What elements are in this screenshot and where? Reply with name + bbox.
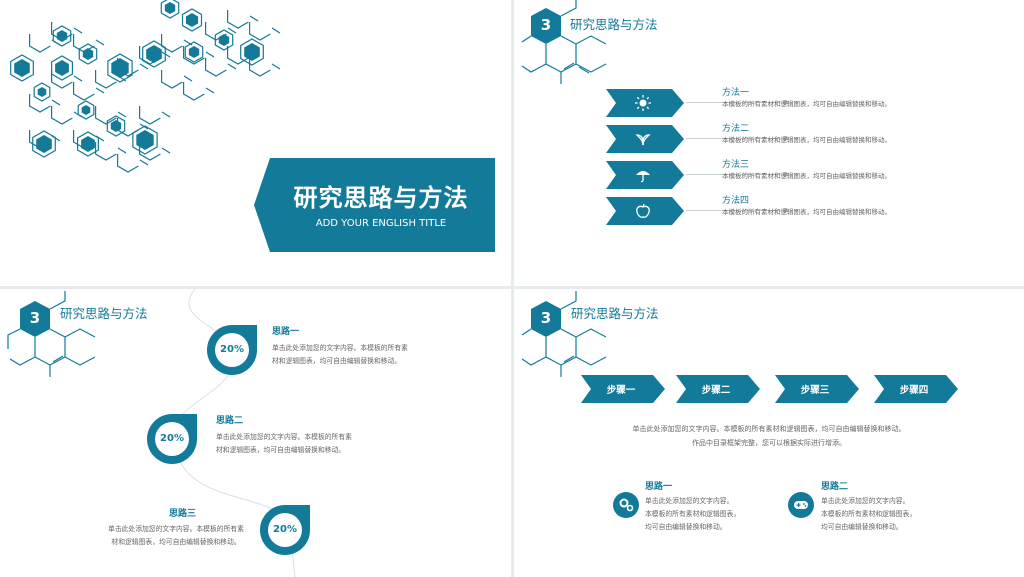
percent-drop-shape <box>260 505 310 555</box>
connector-line <box>686 138 786 139</box>
connector-dot <box>783 100 788 105</box>
method-title: 方法一 <box>722 88 750 98</box>
section-number: 3 <box>540 16 552 34</box>
item-desc-line: 单击此处添加您的文字内容。 <box>645 497 734 505</box>
connector-line <box>686 174 786 175</box>
method-title: 方法二 <box>722 124 750 134</box>
center-desc-line: 作品中目录框架完整，您可以根据实际进行增添。 <box>692 439 846 447</box>
connector-line <box>686 102 786 103</box>
method-desc: 本模板的所有素材和逻辑图表，均可自由编辑替换和移动。 <box>722 100 891 108</box>
step-arrow-shape <box>775 375 859 403</box>
idea-title: 思路二 <box>216 416 244 426</box>
method-row[interactable]: 方法一 本模板的所有素材和逻辑图表，均可自由编辑替换和移动。 <box>606 88 926 117</box>
connector-dot <box>783 136 788 141</box>
hexagon-molecule-decoration <box>10 0 281 173</box>
percent-drop-shape <box>207 325 257 375</box>
connector-line <box>686 210 786 211</box>
method-row[interactable]: 方法二 本模板的所有素材和逻辑图表，均可自由编辑替换和移动。 <box>606 124 926 153</box>
center-desc-line: 单击此处添加您的文字内容。本模板的所有素材和逻辑图表，均可自由编辑替换和移动。 <box>632 425 906 433</box>
step-arrow[interactable]: 步骤三 <box>775 375 859 403</box>
idea-desc-line: 材和逻辑图表，均可自由编辑替换和移动。 <box>111 538 241 546</box>
connector-dot <box>783 208 788 213</box>
slide-methods[interactable]: 3 研究思路与方法 方法一 本模板的所有素材和逻辑图表，均可自由编辑替换和移动。… <box>514 0 1024 286</box>
step-label: 步骤一 <box>606 385 636 396</box>
step-label: 步骤四 <box>899 385 929 396</box>
method-desc: 本模板的所有素材和逻辑图表，均可自由编辑替换和移动。 <box>722 136 891 144</box>
idea-desc-line: 单击此处添加您的文字内容。本模板的所有素 <box>216 433 352 441</box>
item-title: 思路二 <box>821 482 849 492</box>
step-label: 步骤二 <box>701 385 731 396</box>
curve-path-decoration <box>172 289 296 577</box>
title-banner: 研究思路与方法 ADD YOUR ENGLISH TITLE <box>254 158 495 252</box>
percent-value: 20% <box>160 433 184 444</box>
step-arrow-shape <box>874 375 958 403</box>
method-title: 方法四 <box>722 196 750 206</box>
sun-icon <box>635 95 651 111</box>
step-arrow[interactable]: 步骤一 <box>581 375 665 403</box>
step-arrow-shape <box>581 375 665 403</box>
section-number: 3 <box>540 309 552 327</box>
method-row[interactable]: 方法四 本模板的所有素材和逻辑图表，均可自由编辑替换和移动。 <box>606 196 926 225</box>
step-label: 步骤三 <box>800 385 830 396</box>
item-desc-line: 单击此处添加您的文字内容。 <box>821 497 910 505</box>
method-title: 方法三 <box>722 160 750 170</box>
item-title: 思路一 <box>645 482 673 492</box>
section-title: 研究思路与方法 <box>60 306 148 321</box>
english-subtitle: ADD YOUR ENGLISH TITLE <box>315 218 447 229</box>
method-arrow <box>606 197 684 225</box>
leaf-icon <box>635 134 651 146</box>
item-desc-line: 本模板的所有素材和逻辑图表， <box>821 510 917 518</box>
step-arrow[interactable]: 步骤二 <box>676 375 760 403</box>
slide-steps[interactable]: 3 研究思路与方法 步骤一 步骤二 步骤三 步骤四 单击此处添加您的文字内容。本… <box>514 289 1024 577</box>
slide-ideas[interactable]: 3 研究思路与方法 20% 思路一 单击此处添加您的文字内容。本模板的所有素 材… <box>0 289 511 577</box>
item-desc-line: 均可自由编辑替换和移动。 <box>821 523 903 531</box>
percent-drop-shape <box>147 414 197 464</box>
section-header: 3 研究思路与方法 <box>0 289 200 389</box>
section-hex-decoration <box>521 0 607 84</box>
idea-title: 思路一 <box>272 327 300 337</box>
idea-title: 思路三 <box>169 509 197 519</box>
apple-icon <box>636 203 650 218</box>
section-number: 3 <box>29 309 41 327</box>
step-arrow-shape <box>676 375 760 403</box>
connector-dot <box>783 172 788 177</box>
method-desc: 本模板的所有素材和逻辑图表，均可自由编辑替换和移动。 <box>722 208 891 216</box>
gamepad-icon <box>788 492 814 518</box>
section-hex-decoration <box>521 291 607 377</box>
item-desc-line: 本模板的所有素材和逻辑图表， <box>645 510 741 518</box>
idea-desc-line: 单击此处添加您的文字内容。本模板的所有素 <box>272 344 408 352</box>
section-hex-decoration <box>7 291 96 377</box>
gears-icon <box>613 492 639 518</box>
percent-value: 20% <box>220 344 244 355</box>
section-title: 研究思路与方法 <box>570 17 658 32</box>
method-desc: 本模板的所有素材和逻辑图表，均可自由编辑替换和移动。 <box>722 172 891 180</box>
idea-desc-line: 单击此处添加您的文字内容。本模板的所有素 <box>108 525 244 533</box>
title-banner-shape <box>254 158 495 252</box>
item-desc-line: 均可自由编辑替换和移动。 <box>645 523 727 531</box>
percent-value: 20% <box>273 524 297 535</box>
section-header: 3 研究思路与方法 <box>514 0 714 100</box>
slide-title[interactable]: 研究思路与方法 ADD YOUR ENGLISH TITLE <box>0 0 511 286</box>
step-arrow[interactable]: 步骤四 <box>874 375 958 403</box>
umbrella-icon <box>636 171 650 183</box>
idea-desc-line: 材和逻辑图表，均可自由编辑替换和移动。 <box>272 357 402 365</box>
method-row[interactable]: 方法三 本模板的所有素材和逻辑图表，均可自由编辑替换和移动。 <box>606 160 926 189</box>
idea-desc-line: 材和逻辑图表，均可自由编辑替换和移动。 <box>216 446 346 454</box>
section-header: 3 研究思路与方法 <box>514 289 714 389</box>
section-title: 研究思路与方法 <box>571 306 659 321</box>
main-title: 研究思路与方法 <box>293 184 469 212</box>
